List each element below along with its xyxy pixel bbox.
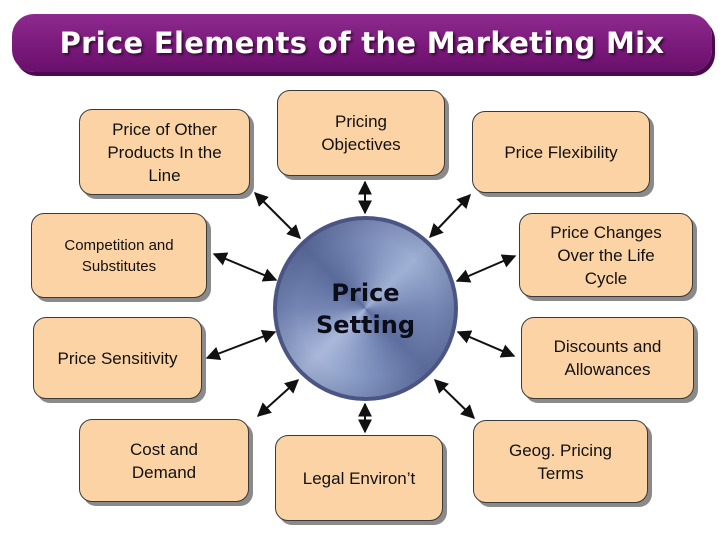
node-label: Discounts and Allowances: [553, 337, 662, 379]
arrow-cost-and-demand: [256, 379, 300, 417]
node-price-flexibility: Price Flexibility: [472, 111, 650, 193]
node-price-sensitivity: Price Sensitivity: [33, 317, 202, 399]
node-label: Price Changes Over the Life Cycle: [550, 222, 662, 288]
node-label: Geog. Pricing Terms: [509, 440, 612, 483]
page-title: Price Elements of the Marketing Mix: [59, 26, 665, 60]
arrow-competition-and-substitutes: [212, 252, 278, 282]
node-discounts-and-allowances: Discounts and Allowances: [521, 317, 694, 399]
node-label: Cost and Demand: [129, 439, 199, 482]
node-geog-pricing-terms: Geog. Pricing Terms: [473, 420, 648, 503]
node-label: Price Flexibility: [504, 142, 618, 162]
arrow-price-flexibility: [429, 193, 471, 239]
node-pricing-objectives: Pricing Objectives: [277, 90, 445, 176]
price-setting-hub: Price Setting: [273, 216, 458, 401]
node-competition-and-substitutes: Competition and Substitutes: [31, 213, 207, 298]
node-price-changes-life-cycle: Price Changes Over the Life Cycle: [519, 213, 693, 297]
node-label: Pricing Objectives: [321, 112, 401, 154]
arrow-price-changes-life-cycle: [455, 254, 517, 283]
node-label: Legal Environ’t: [302, 468, 416, 488]
arrow-geog-pricing-terms: [433, 379, 476, 419]
node-label: Price Sensitivity: [57, 348, 178, 368]
node-label: Competition and Substitutes: [64, 236, 174, 275]
node-cost-and-demand: Cost and Demand: [79, 419, 249, 502]
node-legal-environment: Legal Environ’t: [275, 435, 443, 521]
hub-label: Price Setting: [316, 278, 415, 339]
title-banner: Price Elements of the Marketing Mix: [12, 14, 712, 72]
node-price-of-other-products: Price of Other Products In the Line: [79, 109, 250, 195]
arrow-price-of-other-products: [254, 192, 301, 239]
node-label: Price of Other Products In the Line: [107, 119, 222, 185]
arrow-price-sensitivity: [205, 329, 277, 361]
arrow-discounts-and-allowances: [456, 330, 516, 358]
